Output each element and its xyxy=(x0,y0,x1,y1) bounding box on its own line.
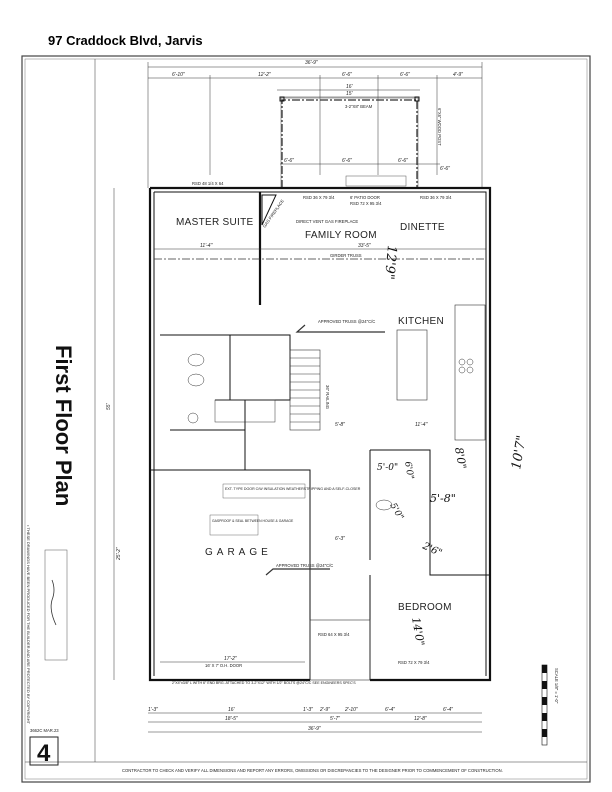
dim-stair-offset: 5'-8" xyxy=(335,422,345,428)
handwritten-bath-width: 5'-8" xyxy=(430,492,456,505)
laundry xyxy=(214,399,276,423)
dim-bottom-7: 6'-4" xyxy=(443,707,453,713)
sheet-number-box xyxy=(29,736,59,766)
patio-door-label: 6' PATIO DOOR xyxy=(350,195,380,200)
dim-left-lower: 25'-2" xyxy=(116,547,122,561)
drawing-code: 3662C MAR.23 xyxy=(30,728,59,733)
dim-kitchen-run: 11'-4" xyxy=(415,422,428,428)
dim-top-1: 6'-10" xyxy=(172,72,185,78)
dim-deck-inner: 15' xyxy=(346,91,354,97)
designer-stamp xyxy=(44,549,68,661)
window-family-label: RSD 36 X 79 3/4 xyxy=(303,195,335,200)
scale-label: SCALE 1/8" = 1'-0" xyxy=(554,668,559,704)
dim-deck-4: 6'-6" xyxy=(440,166,450,172)
handwritten-right-side: 10'7" xyxy=(509,434,530,470)
sheet-heading: First Floor Plan xyxy=(51,345,76,506)
oh-door-label: 16' X 7' O.H. DOOR xyxy=(205,663,242,668)
dim-bottom-5: 2'-10" xyxy=(344,707,358,713)
room-kitchen: KITCHEN xyxy=(398,316,444,327)
truss-note-top: APPROVED TRUSS @24"C/C xyxy=(318,319,375,324)
patio-rsd-label: RSD 72 X 95 3/4 xyxy=(350,201,382,206)
dim-bottom-2: 16' xyxy=(228,707,236,713)
beam-note: 3-2"X8" BEAM xyxy=(345,104,373,109)
dim-bottom-overall: 36'-9" xyxy=(308,726,321,732)
ext-door-note: EXT. TYPE DOOR C/W INSULATION WEATHERSTR… xyxy=(225,487,361,491)
dim-top-4: 6'-6" xyxy=(400,72,410,78)
handwritten-closet: 5'-0" xyxy=(377,463,398,473)
post-note: 6"X6" WOOD POST xyxy=(437,108,442,146)
room-family-room: FAMILY ROOM xyxy=(305,230,377,241)
scale-bar xyxy=(541,664,548,746)
dim-top-2: 12'-2" xyxy=(258,72,271,78)
handwritten-wc-a: 6'0" xyxy=(402,461,415,481)
exterior-walls xyxy=(148,186,492,682)
room-bedroom: BEDROOM xyxy=(398,602,452,613)
front-porch xyxy=(309,619,371,681)
fireplace-note: DIRECT VENT GAS FIREPLACE xyxy=(296,219,358,224)
toilet xyxy=(187,412,199,424)
truss-note-garage: APPROVED TRUSS @24"C/C xyxy=(276,563,333,568)
sheet-number: 4 xyxy=(37,740,51,767)
dim-left-overall: 55' xyxy=(106,402,112,410)
fireplace xyxy=(261,194,277,226)
dim-deck-2: 6'-6" xyxy=(342,158,352,164)
handwritten-wc-b: 5'0" xyxy=(387,502,405,523)
gas-fireplace-label: GAS FIREPLACE xyxy=(262,198,285,228)
girder-label: GIRDER TRUSS xyxy=(330,253,362,258)
handwritten-family-depth: 12'9" xyxy=(381,245,399,281)
dim-bottom-4: 2'-9" xyxy=(319,707,330,713)
railing-label: 36" RAILING xyxy=(325,385,330,409)
handwritten-bath-depth: 8'0" xyxy=(452,446,469,470)
dim-top-overall: 36'-9" xyxy=(305,60,318,66)
front-door-label: RSD 64 X 95 3/4 xyxy=(318,632,350,637)
bedroom-window-label: RSD 72 X 79 3/4 xyxy=(398,660,430,665)
sink xyxy=(187,353,205,367)
dim-hall: 6'-3" xyxy=(335,536,345,542)
bath-walls xyxy=(369,449,490,680)
handwritten-bedroom: 14'0" xyxy=(409,616,427,647)
copyright-note: • THESE DRAWINGS HAVE BEEN PRODUCED FOR … xyxy=(26,525,31,725)
dim-master-width: 11'-4" xyxy=(200,243,213,249)
designer-signature xyxy=(50,579,57,626)
window-dinette-label: RSD 36 X 79 3/4 xyxy=(420,195,452,200)
rear-deck xyxy=(280,97,419,189)
dim-bottom-group-1: 18'-5" xyxy=(225,716,238,722)
gasproof-note: GASPROOF & SEAL BETWEEN HOUSE & GARAGE xyxy=(212,519,294,523)
dim-garage-width: 17'-2" xyxy=(224,656,237,662)
kitchen-island xyxy=(396,329,428,401)
footer-note: CONTRACTOR TO CHECK AND VERIFY ALL DIMEN… xyxy=(122,768,503,773)
handwritten-hall: 2'6" xyxy=(420,540,444,559)
address-title: 97 Craddock Blvd, Jarvis xyxy=(48,33,203,48)
room-garage: GARAGE xyxy=(205,547,272,558)
dim-family-width: 33'-5" xyxy=(358,243,371,249)
room-master-suite: MASTER SUITE xyxy=(176,217,254,228)
dim-deck-3: 6'-6" xyxy=(398,158,408,164)
room-dinette: DINETTE xyxy=(400,222,445,233)
dim-deck-outer: 16' xyxy=(346,84,354,90)
kitchen-counter xyxy=(454,304,486,441)
staircase xyxy=(289,349,321,431)
dim-bottom-group-2: 5'-7" xyxy=(330,716,340,722)
dim-bottom-3: 1'-3" xyxy=(303,707,313,713)
dim-bottom-1: 1'-3" xyxy=(148,707,158,713)
dim-deck-1: 6'-6" xyxy=(284,158,294,164)
interior-walls xyxy=(150,334,311,680)
dim-top-5: 4'-9" xyxy=(453,72,463,78)
dim-top-3: 6'-6" xyxy=(342,72,352,78)
window-master-label: RSD 48 1/4 X 64 xyxy=(192,181,224,186)
lintel-note: 2"X4"x3/8" L WITH 6" END BRG. ATTACHED T… xyxy=(172,681,356,685)
dim-bottom-group-3: 12'-8" xyxy=(414,716,427,722)
dim-bottom-6: 6'-4" xyxy=(385,707,395,713)
sheet-border xyxy=(21,55,591,783)
